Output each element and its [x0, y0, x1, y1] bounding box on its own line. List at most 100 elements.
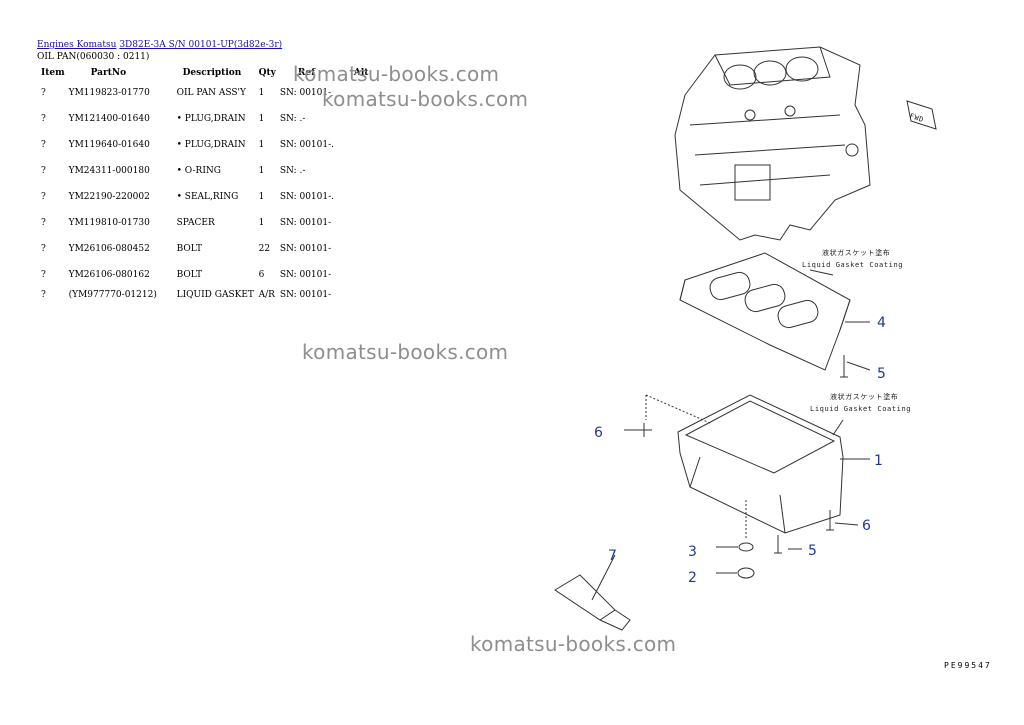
description-cell: LIQUID GASKET: [176, 290, 254, 300]
partno-cell: YM119823-01770: [68, 88, 150, 98]
alt-cell: [352, 210, 371, 236]
callout-1: 1: [874, 453, 883, 469]
exploded-parts-drawing: 液状ガスケット塗布 Liquid Gasket Coating 液状ガスケット塗…: [554, 46, 937, 631]
qty-cell: 1: [258, 218, 265, 228]
col-header-partno: PartNo: [90, 68, 127, 78]
item-cell: ?: [41, 140, 46, 150]
item-cell: ?: [41, 270, 46, 280]
watermark: komatsu-books.com: [302, 340, 509, 364]
ref-cell: SN: .-: [279, 114, 306, 124]
engine-block-illustration: [674, 46, 871, 241]
qty-cell: 22: [258, 244, 271, 254]
item-cell: ?: [41, 114, 46, 124]
description-cell: • O-RING: [176, 166, 221, 176]
partno-cell: YM22190-220002: [68, 192, 150, 202]
ref-cell: SN: .-: [279, 166, 306, 176]
item-cell: ?: [41, 218, 46, 228]
watermark: komatsu-books.com: [293, 62, 500, 86]
qty-cell: 1: [258, 88, 265, 98]
qty-cell: 1: [258, 166, 265, 176]
fwd-indicator: [906, 100, 937, 130]
col-header-item: Item: [41, 68, 65, 78]
oil-pan-illustration: [677, 394, 844, 534]
ref-cell: SN: 00101-.: [279, 192, 335, 202]
alt-cell: [352, 262, 371, 288]
liquid-gasket-tube-icon: [554, 574, 631, 631]
col-header-ref: Ref: [297, 68, 315, 78]
table-row: ? YM22190-220002 • SEAL,RING 1 SN: 00101-.: [37, 184, 370, 210]
drain-plug-icon: [737, 567, 755, 579]
item-cell: ?: [41, 88, 46, 98]
table-row: ? YM26106-080452 BOLT 22 SN: 00101-: [37, 236, 370, 262]
qty-cell: 1: [258, 114, 265, 124]
alt-cell: [352, 184, 371, 210]
breadcrumb-link-model[interactable]: 3D82E-3A S/N 00101-UP(3d82e-3r): [119, 40, 283, 50]
callout-6: 6: [594, 425, 603, 441]
alt-cell: [352, 236, 371, 262]
partno-cell: YM26106-080162: [68, 270, 150, 280]
gasket-note-en: Liquid Gasket Coating: [802, 261, 903, 269]
qty-cell: 1: [258, 140, 265, 150]
bolt-icon: [636, 423, 652, 437]
watermark: komatsu-books.com: [322, 87, 529, 111]
watermark: komatsu-books.com: [470, 632, 677, 656]
callout-7: 7: [608, 548, 617, 564]
col-header-alt: Alt: [353, 68, 369, 78]
callout-5: 5: [808, 543, 817, 559]
table-row: ? YM26106-080162 BOLT 6 SN: 00101-: [37, 262, 370, 288]
bolt-icon: [774, 535, 782, 554]
breadcrumb: Engines Komatsu 3D82E-3A S/N 00101-UP(3d…: [37, 40, 282, 50]
bolt-icon: [826, 510, 834, 531]
alt-cell: [352, 132, 371, 158]
ref-cell: SN: 00101-: [279, 244, 332, 254]
item-cell: ?: [41, 290, 46, 300]
partno-cell: (YM977770-01212): [68, 290, 157, 300]
bolt-icon: [840, 355, 848, 378]
description-cell: • SEAL,RING: [176, 192, 239, 202]
item-cell: ?: [41, 244, 46, 254]
fwd-label: FWD: [909, 112, 925, 124]
partno-cell: YM26106-080452: [68, 244, 150, 254]
gasket-note-jp: 液状ガスケット塗布: [830, 392, 898, 401]
partno-cell: YM24311-000180: [68, 166, 150, 176]
gasket-note-jp: 液状ガスケット塗布: [822, 248, 890, 257]
description-cell: BOLT: [176, 244, 203, 254]
description-cell: • PLUG,DRAIN: [176, 140, 246, 150]
partno-cell: YM119810-01730: [68, 218, 150, 228]
description-cell: SPACER: [176, 218, 215, 228]
oil-pan-gasket-plate: [679, 252, 851, 371]
description-cell: • PLUG,DRAIN: [176, 114, 246, 124]
callout-4: 4: [877, 315, 886, 331]
table-row: ? YM119640-01640 • PLUG,DRAIN 1 SN: 00101-.: [37, 132, 370, 158]
table-header-row: Item PartNo Description Qty Ref Alt: [37, 66, 370, 80]
gasket-note-en: Liquid Gasket Coating: [810, 405, 911, 413]
parts-table: Item PartNo Description Qty Ref Alt ? YM1…: [37, 66, 370, 302]
item-cell: ?: [41, 192, 46, 202]
callout-5: 5: [877, 366, 886, 382]
ref-cell: SN: 00101-.: [279, 140, 335, 150]
ref-cell: SN: 00101-: [279, 218, 332, 228]
seal-ring-icon: [738, 542, 754, 552]
qty-cell: 1: [258, 192, 265, 202]
section-title: OIL PAN(060030 : 0211): [37, 52, 150, 62]
table-row: ? YM121400-01640 • PLUG,DRAIN 1 SN: .-: [37, 106, 370, 132]
item-cell: ?: [41, 166, 46, 176]
table-row: ? (YM977770-01212) LIQUID GASKET A/R SN: 001…: [37, 288, 370, 302]
alt-cell: [352, 288, 371, 302]
description-cell: BOLT: [176, 270, 203, 280]
qty-cell: 6: [258, 270, 265, 280]
callout-6: 6: [862, 518, 871, 534]
ref-cell: SN: 00101-: [279, 88, 332, 98]
ref-cell: SN: 00101-: [279, 290, 332, 300]
ref-cell: SN: 00101-: [279, 270, 332, 280]
col-header-qty: Qty: [258, 68, 276, 78]
partno-cell: YM119640-01640: [68, 140, 150, 150]
partno-cell: YM121400-01640: [68, 114, 150, 124]
col-header-description: Description: [182, 68, 242, 78]
table-row: ? YM119810-01730 SPACER 1 SN: 00101-: [37, 210, 370, 236]
callout-2: 2: [688, 570, 697, 586]
breadcrumb-link-engines-komatsu[interactable]: Engines Komatsu: [37, 40, 117, 50]
table-row: ? YM24311-000180 • O-RING 1 SN: .-: [37, 158, 370, 184]
qty-cell: A/R: [258, 290, 275, 300]
